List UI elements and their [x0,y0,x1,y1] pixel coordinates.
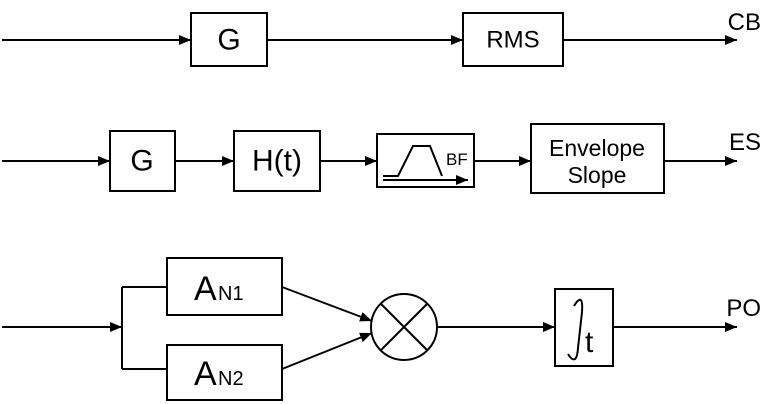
multiplier-x-icon-stroke [380,303,428,351]
row2-window-label: H(t) [252,145,302,178]
row3-a1-block [166,257,283,316]
row2-gain-block [109,130,176,192]
row2-envelope-label-line2: Slope [568,162,627,188]
row3-a1-sub: N1 [218,283,244,305]
row1-rms-label: RMS [486,27,539,54]
row2-gain-label: G [130,145,153,178]
row3-a2-main: A [194,355,217,393]
row3-a2-to-mixer-arrow [281,332,373,370]
row3-a1-main: A [194,270,217,308]
row2-filter-label: BF [446,150,468,169]
row2-envelope-label-line1: Envelope [549,135,645,161]
integral-sign-icon [567,298,584,361]
row3-a1-to-mixer-arrow [281,286,373,322]
row2-envelope-block [530,123,665,194]
row3-output-label: PO [726,295,761,322]
row3-a2-block [166,344,283,401]
row3-integrator-label: t [585,326,594,359]
row3-integrator-block [554,288,614,367]
row2-output-label: ES [729,129,761,156]
row1-output-label: CB [728,9,761,36]
row1-gain-label: G [217,24,240,57]
row3-a2-sub: N2 [218,368,244,390]
bandpass-filter-icon [383,145,443,177]
